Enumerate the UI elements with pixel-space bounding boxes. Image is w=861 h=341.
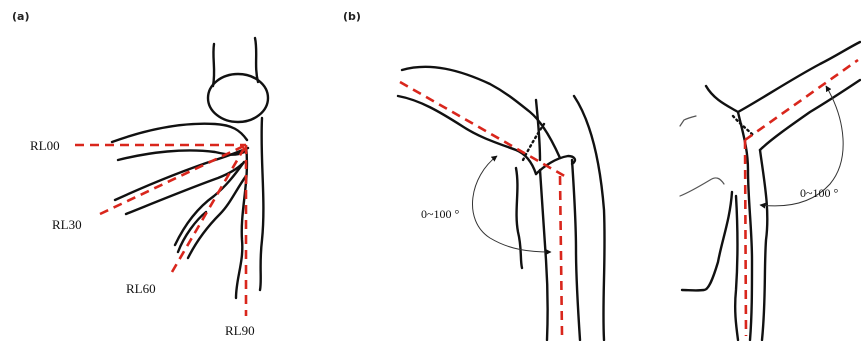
panel-a: (a) [12, 10, 268, 338]
axis-rl30 [100, 145, 246, 214]
axis-b-right-oblique [745, 60, 858, 140]
panel-b-left-oblique-vessel [398, 67, 560, 174]
panel-b-left-angle-label: 0~100 ° [421, 207, 459, 221]
axis-b-left-vertical [560, 176, 562, 335]
panel-b-label: (b) [343, 10, 361, 23]
panel-b-right-angle-label: 0~100 ° [800, 186, 838, 200]
panel-b-right-thin-outlines [680, 116, 724, 196]
axis-b-right-vertical [745, 140, 746, 336]
panel-b-left-vertical-vessel [536, 156, 580, 340]
label-rl60: RL60 [126, 281, 156, 296]
panel-b-left: (b) 0~100 ° [343, 10, 605, 340]
label-rl90: RL90 [225, 323, 255, 338]
panel-b-right-left-vessel [682, 192, 738, 340]
label-rl30: RL30 [52, 217, 82, 232]
panel-a-branch-rl60 [175, 162, 246, 258]
label-rl00: RL00 [30, 138, 60, 153]
panel-a-label: (a) [12, 10, 29, 23]
panel-b-right-upper-vessel [706, 42, 860, 150]
axis-b-left-oblique [400, 82, 568, 178]
panel-a-axes [75, 145, 246, 316]
panel-b-right: 0~100 ° [680, 42, 860, 340]
axis-rl60 [172, 145, 246, 272]
panel-a-aneurysm-bulb [208, 74, 268, 122]
panel-b-left-neighbor-vessel [516, 96, 605, 340]
